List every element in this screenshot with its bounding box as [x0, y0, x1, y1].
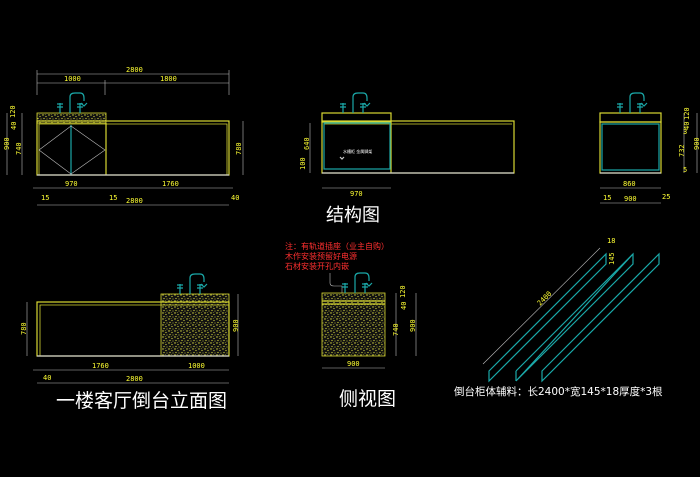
dim-15: 15 — [603, 194, 611, 202]
elevation-title: 一楼客厅倒台立面图 — [56, 390, 227, 412]
frame-label: 水槽柜 金属脚架 — [343, 148, 372, 154]
dim-900: 900 — [624, 195, 637, 203]
dim-120: 120 — [399, 285, 407, 298]
dim-left-low: 740 — [15, 142, 23, 155]
faucet-icon — [339, 92, 371, 114]
dim-2400: 2400 — [536, 290, 554, 308]
dim-1760: 1760 — [92, 362, 109, 370]
faucet-icon — [616, 92, 648, 114]
dim-860: 860 — [623, 180, 636, 188]
dim-b: 40 — [683, 122, 691, 130]
dim-a: 120 — [683, 107, 691, 120]
dim-1000: 1000 — [188, 362, 205, 370]
dim-145: 145 — [608, 252, 616, 265]
dim-40: 40 — [400, 302, 408, 310]
rear-elevation: 780 900 1760 1000 40 2800 一楼客厅倒台立面图 — [20, 273, 240, 412]
dim-gap3: 40 — [231, 194, 239, 202]
cabinet-body — [36, 120, 230, 176]
dim-e: 5 — [683, 166, 687, 174]
dim-18: 18 — [607, 237, 615, 245]
dim-bottom-left: 970 — [65, 180, 78, 188]
faucet-icon — [56, 92, 88, 114]
note-line-1: 注：有轨道插座（业主自购） — [285, 241, 389, 251]
note-line-2: 木作安装预留好电源 — [285, 251, 357, 261]
faucet-icon — [341, 272, 373, 294]
board-2 — [515, 252, 634, 382]
dim-2800: 2800 — [126, 375, 143, 383]
dim-900-bottom: 900 — [347, 360, 360, 368]
dim-d: 732 — [678, 144, 686, 157]
dim-left-top: 1000 — [64, 75, 81, 83]
side-view: 注：有轨道插座（业主自购） 木作安装预留好电源 石材安装开孔内嵌 120 40 … — [285, 241, 417, 410]
dim-740: 740 — [392, 323, 400, 336]
dim-left-mid: 40 — [10, 122, 18, 130]
dim-bottom-right: 1760 — [162, 180, 179, 188]
dim-900: 900 — [232, 319, 240, 332]
dim-right: 780 — [235, 142, 243, 155]
board-1 — [488, 252, 607, 383]
dim-left-top-120: 120 — [9, 105, 17, 118]
structure-title: 结构图 — [326, 205, 380, 226]
dim-900-right: 900 — [409, 319, 417, 332]
dim-c: 3 — [683, 128, 687, 136]
material-boards: 2400 18 145 倒台柜体辅料：长2400*宽145*18厚度*3根 — [454, 237, 663, 398]
dim-780: 780 — [20, 322, 28, 335]
dim-right-top: 1800 — [160, 75, 177, 83]
dim-bottom-total: 2800 — [126, 197, 143, 205]
side-view-top: 120 40 3 732 5 900 860 15 25 900 — [599, 92, 700, 204]
dim-total: 900 — [693, 137, 700, 150]
side-view-title: 侧视图 — [339, 388, 396, 410]
dim-640: 640 — [303, 137, 311, 150]
note-line-3: 石材安装开孔内嵌 — [285, 261, 349, 271]
materials-label: 倒台柜体辅料：长2400*宽145*18厚度*3根 — [454, 385, 663, 398]
dim-970: 970 — [350, 190, 363, 198]
front-elevation: 2800 1000 1800 900 120 40 740 780 970 17… — [3, 66, 244, 206]
sink-cabinet-frame — [323, 122, 391, 170]
faucet-icon — [176, 273, 208, 295]
dim-total-top: 2800 — [126, 66, 143, 74]
dim-gap2: 15 — [109, 194, 117, 202]
dim-gap1: 15 — [41, 194, 49, 202]
structure-view: 水槽柜 金属脚架 640 100 970 结构图 — [299, 92, 515, 226]
board-3 — [541, 252, 660, 383]
cabinet-door — [38, 125, 106, 175]
dim-100: 100 — [299, 157, 307, 170]
sink-countertop — [36, 112, 107, 124]
dim-25: 25 — [662, 193, 670, 201]
stone-cabinet — [160, 293, 230, 357]
dim-40: 40 — [43, 374, 51, 382]
dim-left-total: 900 — [3, 137, 11, 150]
